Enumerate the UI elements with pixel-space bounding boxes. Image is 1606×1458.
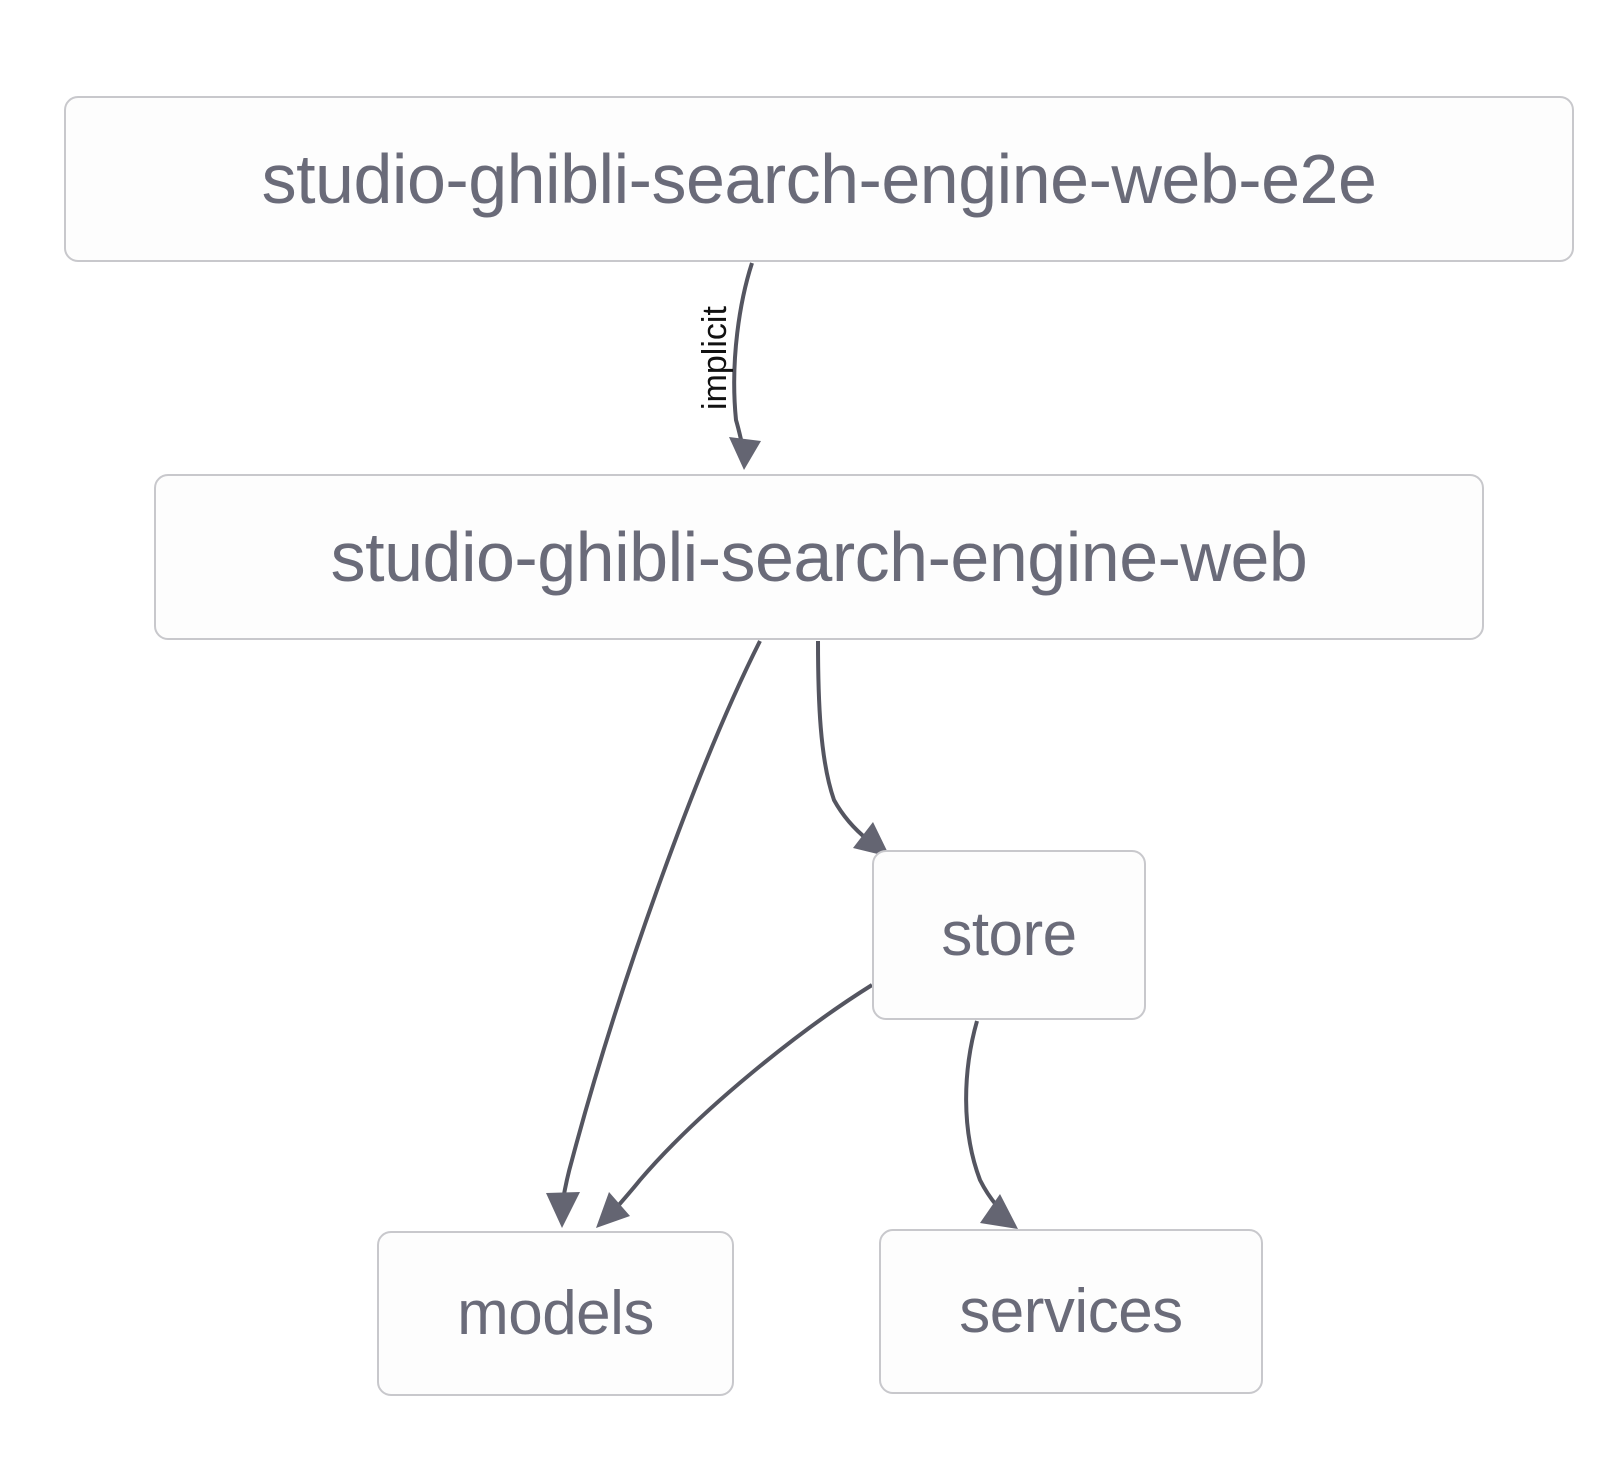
- node-models[interactable]: models: [377, 1231, 734, 1396]
- node-label: studio-ghibli-search-engine-web-e2e: [261, 140, 1377, 218]
- edge-store-to-models-arrowhead: [596, 1192, 630, 1228]
- edge-root-to-web: implicit: [696, 262, 761, 470]
- edge-web-to-store-path: [816, 640, 870, 842]
- edge-root-to-web-arrowhead: [729, 437, 761, 470]
- edge-store-to-services-arrowhead: [980, 1194, 1018, 1229]
- edge-web-to-models-arrowhead: [546, 1192, 580, 1228]
- edge-label-implicit: implicit: [696, 306, 734, 410]
- edge-store-to-models: [596, 983, 874, 1228]
- edge-web-to-models: [546, 640, 762, 1228]
- edge-web-to-store: [816, 640, 890, 857]
- node-label: store: [941, 900, 1077, 969]
- edge-root-to-web-path: [732, 262, 754, 449]
- node-label: studio-ghibli-search-engine-web: [330, 518, 1308, 596]
- node-label: models: [457, 1278, 654, 1348]
- node-services[interactable]: services: [879, 1229, 1263, 1394]
- edge-store-to-services: [964, 1020, 1018, 1229]
- edge-store-to-models-path: [616, 983, 874, 1208]
- node-label: services: [959, 1276, 1183, 1346]
- edge-web-to-store-arrowhead: [853, 822, 890, 857]
- node-studio-ghibli-search-engine-web[interactable]: studio-ghibli-search-engine-web: [154, 474, 1484, 640]
- node-store[interactable]: store: [872, 850, 1146, 1020]
- node-studio-ghibli-search-engine-web-e2e[interactable]: studio-ghibli-search-engine-web-e2e: [64, 96, 1574, 262]
- edge-store-to-services-path: [964, 1020, 999, 1208]
- edge-web-to-models-path: [561, 640, 762, 1201]
